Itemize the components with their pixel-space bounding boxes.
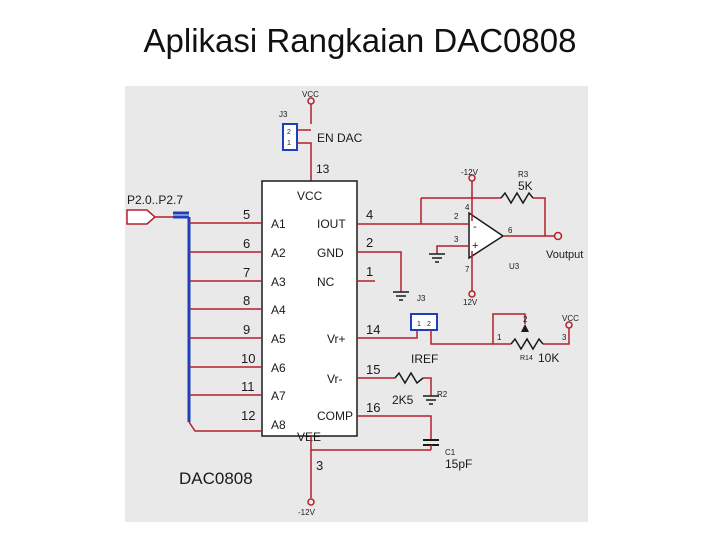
- pin-3-number: 3: [316, 458, 323, 473]
- c1-value: 15pF: [445, 457, 472, 471]
- ic-pin-a7: A7: [271, 389, 286, 403]
- c1-ref: C1: [445, 448, 456, 457]
- ground-symbol-r2: [423, 395, 439, 405]
- ic-pin-a8: A8: [271, 418, 286, 432]
- pin-11-number: 11: [241, 379, 255, 394]
- opamp-pin-6: 6: [508, 226, 513, 235]
- pin-4-number: 4: [366, 207, 373, 222]
- pin-12-number: 12: [241, 408, 255, 423]
- enable-dac-net-label: EN DAC: [317, 131, 363, 145]
- r2-ref: R2: [437, 390, 448, 399]
- ic-pin-a6: A6: [271, 361, 286, 375]
- ic-pin-vref-plus: Vr+: [327, 332, 346, 346]
- opamp-u3: - + U3 -12V 12V 4 7 2 3 6 Voutput: [420, 168, 583, 307]
- opamp-pin-7: 7: [465, 265, 470, 274]
- potentiometer-r14: VCC 1 2 3 R14 10K: [492, 313, 579, 365]
- ground-symbol-ic: [393, 291, 409, 301]
- output-label: Voutput: [546, 249, 583, 261]
- ic-pin-a2: A2: [271, 246, 286, 260]
- r2-value: 2K5: [392, 393, 414, 407]
- ic-pin-iout: IOUT: [317, 217, 346, 231]
- pot-vcc-label: VCC: [562, 314, 579, 323]
- pot-ref: R14: [520, 355, 533, 362]
- pin-13-number: 13: [316, 162, 330, 176]
- opamp-top-supply: -12V: [461, 168, 479, 177]
- pin-16-number: 16: [366, 400, 380, 415]
- ic-pin-a1: A1: [271, 217, 286, 231]
- enable-jumper-pin-a: 2: [287, 129, 291, 136]
- slide-title: Aplikasi Rangkaian DAC0808: [143, 22, 577, 59]
- ic-pin-a4: A4: [271, 303, 286, 317]
- schematic-canvas: VCC J3 2 1 EN DAC 13 VCC VEE DAC0808 A1 …: [126, 90, 583, 517]
- top-vcc-rail: VCC: [302, 90, 319, 124]
- ic-pin-a5: A5: [271, 332, 286, 346]
- ic-pin-nc: NC: [317, 275, 335, 289]
- pin-2-number: 2: [366, 235, 373, 250]
- opamp-bottom-supply: 12V: [463, 298, 478, 307]
- r3-value: 5K: [518, 179, 533, 193]
- bottom-supply-label: -12V: [298, 508, 316, 517]
- opamp-pin-2: 2: [454, 212, 459, 221]
- pin-15-number: 15: [366, 362, 380, 377]
- ic-pin-comp: COMP: [317, 409, 353, 423]
- iref-jumper-pin-b: 2: [427, 321, 431, 328]
- opamp-ref: U3: [509, 262, 520, 271]
- pin-1-number: 1: [366, 264, 373, 279]
- iref-jumper-pin-a: 1: [417, 321, 421, 328]
- top-vcc-label: VCC: [302, 90, 319, 99]
- ic-pin-a3: A3: [271, 275, 286, 289]
- pin-7-number: 7: [243, 265, 250, 280]
- r3-ref: R3: [518, 170, 529, 179]
- enable-jumper: J3 2 1 EN DAC 13: [279, 110, 363, 181]
- ic-pin-vref-minus: Vr-: [327, 372, 343, 386]
- pin-5-number: 5: [243, 207, 250, 222]
- capacitor-c1: C1 15pF: [423, 439, 472, 471]
- dac-schematic: VCC J3 2 1 EN DAC 13 VCC VEE DAC0808 A1 …: [125, 86, 588, 522]
- right-pin-wiring: 4 2 1 14 15 16 3 -12V: [298, 207, 445, 517]
- pot-pin-2: 2: [523, 315, 528, 324]
- opamp-pin-3: 3: [454, 235, 459, 244]
- resistor-r2: R2 2K5: [392, 371, 448, 407]
- pot-value: 10K: [538, 351, 559, 365]
- ic-part-name: DAC0808: [179, 469, 253, 488]
- pot-pin-1: 1: [497, 333, 502, 342]
- pin-10-number: 10: [241, 351, 255, 366]
- opamp-pin-4: 4: [465, 203, 470, 212]
- pin-8-number: 8: [243, 293, 250, 308]
- enable-jumper-pin-b: 1: [287, 140, 291, 147]
- feedback-resistor-r3: R3 5K: [421, 170, 546, 236]
- ground-symbol-opamp: [429, 253, 445, 263]
- iref-jumper: J3 1 2 IREF: [410, 294, 493, 366]
- ic-vcc-pin-name: VCC: [297, 189, 323, 203]
- pin-14-number: 14: [366, 322, 380, 337]
- iref-jumper-ref: J3: [417, 294, 426, 303]
- dac0808-ic: VCC VEE DAC0808 A1 A2 A3 A4 A5 A6 A7 A8 …: [179, 180, 358, 488]
- bus-label: P2.0..P2.7: [127, 193, 183, 207]
- ic-vee-pin-name: VEE: [297, 430, 321, 444]
- pin-9-number: 9: [243, 322, 250, 337]
- pot-pin-3: 3: [562, 333, 567, 342]
- ic-pin-gnd: GND: [317, 246, 344, 260]
- enable-jumper-ref: J3: [279, 110, 288, 119]
- opamp-inverting-sign: -: [473, 221, 477, 233]
- pin-6-number: 6: [243, 236, 250, 251]
- opamp-noninverting-sign: +: [472, 240, 478, 252]
- iref-net-label: IREF: [411, 352, 438, 366]
- data-bus: P2.0..P2.7 5 6 7 8 9 10 11 12: [126, 193, 262, 432]
